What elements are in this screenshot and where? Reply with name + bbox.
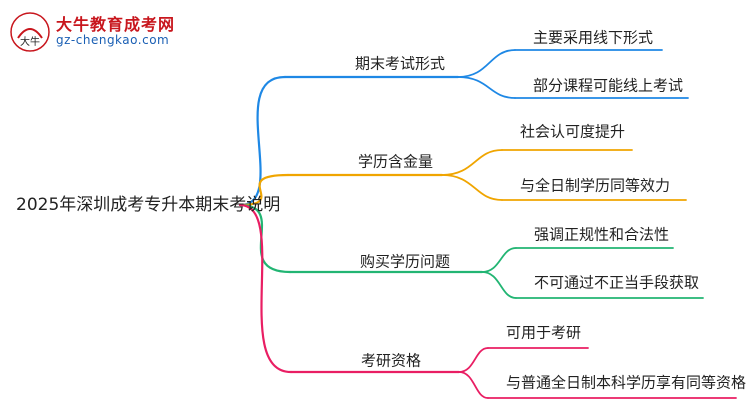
root-node-label: 2025年深圳成考专升本期末考说明 [16,195,280,215]
leaf-label-4-2: 与普通全日制本科学历享有同等资格 [506,374,746,392]
branch-label-2: 学历含金量 [358,153,433,171]
leaf-curve-2-1 [441,149,503,176]
leaf-label-1-2: 部分课程可能线上考试 [533,77,683,95]
branch-curve-1 [238,75,287,207]
leaf-curve-4-2 [458,371,489,399]
branch-curve-4 [238,203,293,374]
leaf-curve-3-2 [481,271,517,299]
branch-label-1: 期末考试形式 [355,55,445,73]
branch-curve-3 [238,203,292,274]
logo-mark-text: 大牛 [20,35,40,48]
leaf-label-2-2: 与全日制学历同等效力 [520,177,670,195]
site-logo: 大牛 大牛教育成考网 gz-chengkao.com [10,12,175,52]
leaf-curve-1-1 [457,49,516,78]
branch-curve-2 [238,173,290,207]
leaf-curve-3-1 [481,247,517,273]
leaf-curve-1-2 [457,76,516,99]
logo-text: 大牛教育成考网 gz-chengkao.com [56,15,176,48]
branch-label-4: 考研资格 [361,352,421,370]
logo-site-name: 大牛教育成考网 [56,15,176,35]
leaf-label-3-1: 强调正规性和合法性 [534,226,669,244]
logo-site-url: gz-chengkao.com [56,33,170,48]
leaf-curve-4-1 [458,347,489,373]
leaf-label-2-1: 社会认可度提升 [520,123,625,141]
connector-lines [238,49,737,399]
logo-mark-icon: 大牛 [10,12,50,52]
leaf-label-1-1: 主要采用线下形式 [533,29,653,47]
leaf-curve-2-2 [441,174,503,201]
leaf-label-3-2: 不可通过不正当手段获取 [534,274,699,292]
branch-label-3: 购买学历问题 [360,253,450,271]
leaf-label-4-1: 可用于考研 [506,324,581,342]
node-labels: 2025年深圳成考专升本期末考说明 期末考试形式 主要采用线下形式部分课程可能线上考… [16,29,746,392]
